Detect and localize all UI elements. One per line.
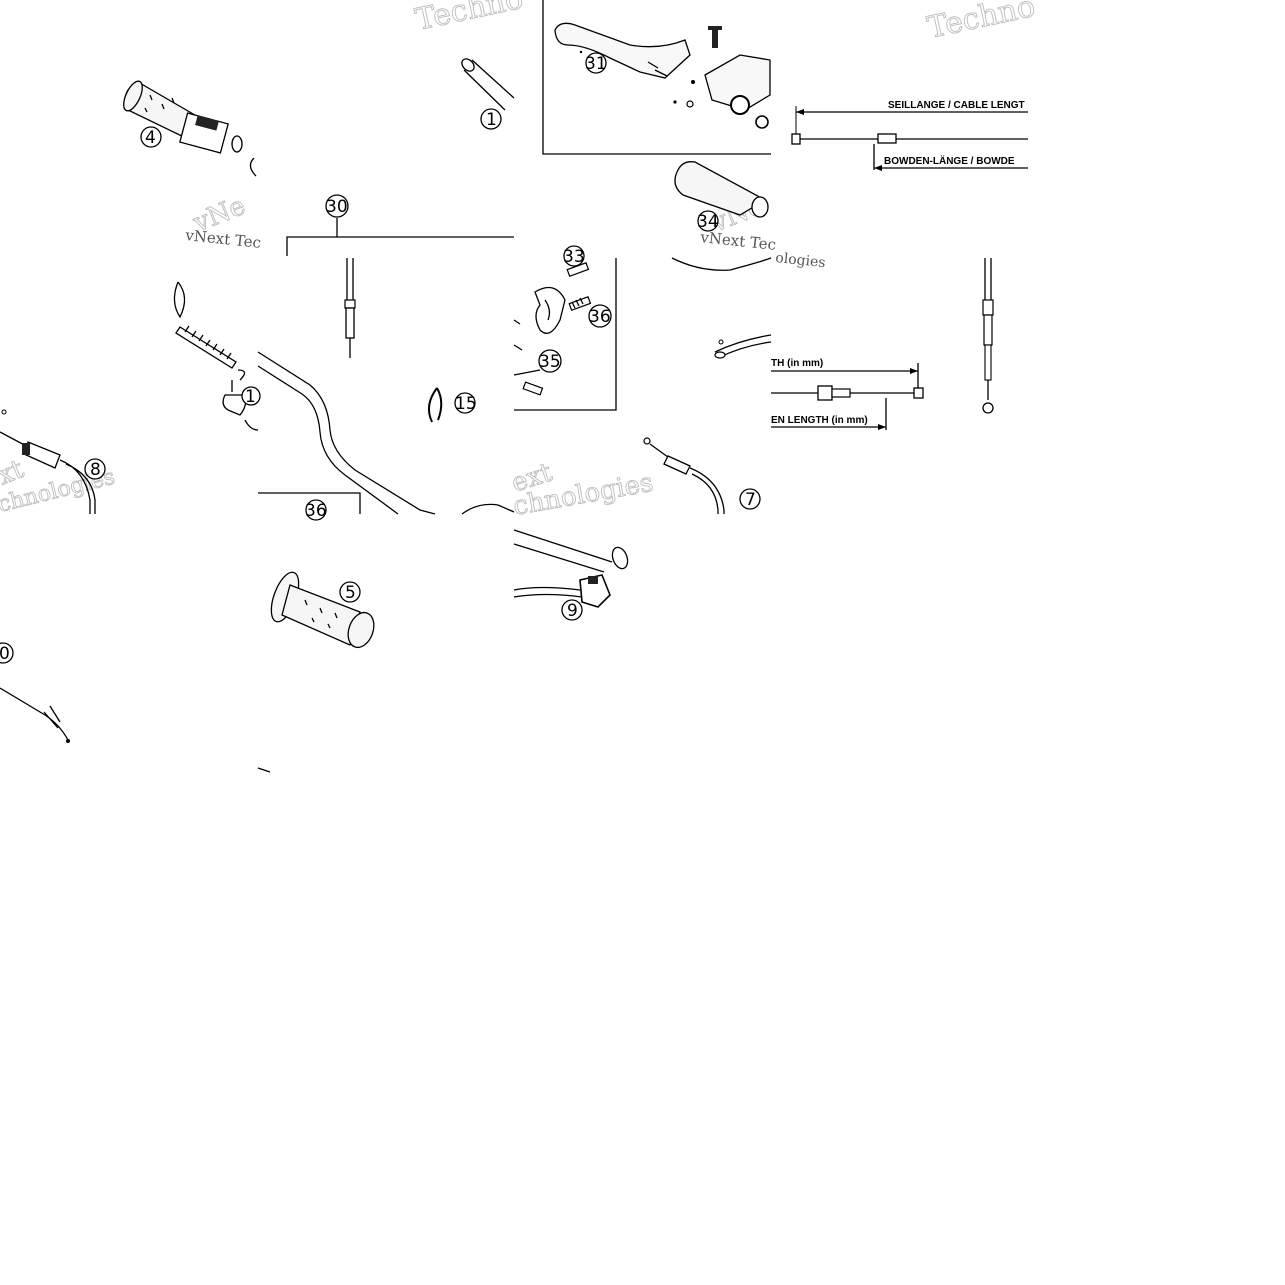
label-cable-length-top: SEILLANGE / CABLE LENGT	[888, 100, 1025, 111]
cable-dimension-diagram-top: SEILLANGE / CABLE LENGT BOWDEN-LÄNGE / B…	[791, 100, 1028, 171]
callout-1: 1	[486, 110, 497, 130]
callout-34: 34	[697, 212, 719, 232]
callout-10: 0	[0, 644, 10, 664]
wire-connector-mid	[671, 257, 772, 359]
vertical-cable-right	[982, 258, 994, 414]
wiring-harness-10	[0, 687, 70, 743]
callout-15: 15	[455, 394, 477, 414]
callout-4: 4	[145, 128, 156, 148]
callout-9: 9	[567, 601, 578, 621]
cable-dimension-diagram-mid: TH (in mm) EN LENGTH (in mm)	[771, 358, 924, 430]
watermark-ologies-1: ologies	[775, 250, 827, 271]
kill-switch-lanyard	[173, 281, 259, 431]
callout-5: 5	[345, 583, 356, 603]
callout-33: 33	[563, 247, 585, 267]
callout-30: 30	[326, 197, 348, 217]
clutch-cable-7	[643, 437, 725, 514]
watermark-vnext-1: vNext Tec	[184, 226, 262, 252]
callout-31: 31	[585, 54, 607, 74]
handlebar	[257, 351, 629, 573]
callout-7: 7	[745, 490, 756, 510]
left-handlebar-grip	[270, 571, 375, 649]
label-bowden-length-mid: EN LENGTH (in mm)	[771, 415, 868, 426]
lever-protector-cover	[674, 161, 769, 218]
callout-35: 35	[539, 352, 561, 372]
label-cable-length-mid: TH (in mm)	[771, 358, 823, 369]
parts-box-36-lower	[258, 492, 361, 514]
label-bowden-length-top: BOWDEN-LÄNGE / BOWDE	[884, 154, 1015, 167]
watermark-layer: Techno Techno vNext Tec vNext Tec ologie…	[0, 0, 1039, 522]
callout-13: 1	[245, 387, 256, 407]
throttle-cable-8	[0, 409, 96, 514]
handlebar-clamp-box	[513, 258, 617, 411]
hose-clamp-15	[427, 387, 443, 423]
callout-8: 8	[90, 460, 101, 480]
callout-36: 36	[589, 307, 611, 327]
clutch-lever-box	[542, 0, 771, 155]
handlebar-end-piece	[461, 58, 515, 111]
start-button-switch-9	[513, 574, 611, 608]
watermark-techno-2: Techno	[924, 0, 1038, 46]
throttle-grip-assembly	[123, 80, 257, 177]
callout-36-lower: 36	[305, 501, 327, 521]
cable-group-30	[286, 218, 514, 358]
watermark-techno-1: Techno	[412, 0, 526, 38]
